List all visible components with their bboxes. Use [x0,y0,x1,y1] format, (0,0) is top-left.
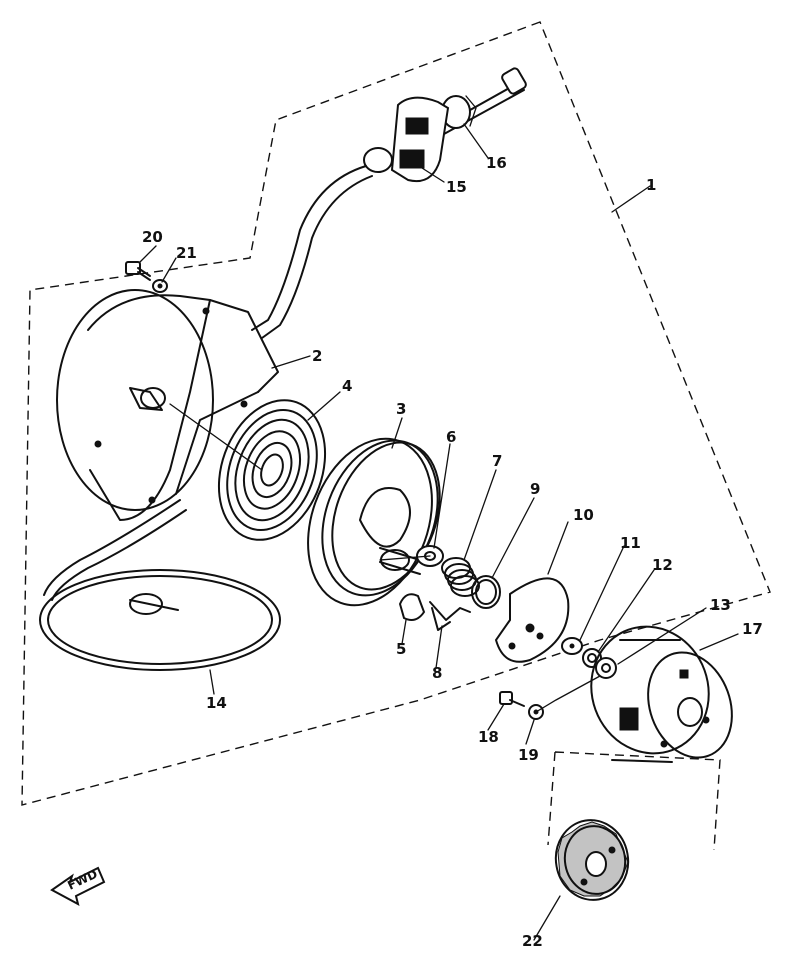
gear-bracket [547,751,721,851]
callout-1: 1 [646,176,656,194]
part-17-starter-pulley [590,625,733,763]
part-4-recoil-spring [217,399,327,541]
part-8-wire-clip [429,601,471,631]
callout-6: 6 [446,428,456,446]
part-22-gear [554,819,630,901]
callout-5: 5 [396,640,406,658]
callout-21: 21 [176,244,197,262]
part-14-starter-rope [39,569,281,671]
part-18-bolt [499,691,525,707]
callout-19: 19 [518,746,539,764]
callout-13: 13 [710,596,731,614]
starter-cable [43,165,373,601]
part-10-drive-plate [494,577,570,663]
callout-16: 16 [486,154,507,172]
callout-18: 18 [478,728,499,746]
part-11-washer [561,637,583,655]
part-3-sheave-drum [307,437,441,607]
callout-17: 17 [742,620,763,638]
leader-lines [139,123,739,941]
callout-9: 9 [530,480,540,498]
part-7-spring [441,557,480,597]
callout-11: 11 [620,534,641,552]
fwd-arrow-icon: FWD [50,866,106,906]
callout-7: 7 [492,452,502,470]
part-21-washer [152,279,168,293]
callout-20: 20 [142,228,163,246]
callout-14: 14 [206,694,227,712]
callout-4: 4 [342,377,352,395]
part-20-bolt [125,261,151,281]
part-16-cable-end-bolt [437,67,527,135]
callout-15: 15 [446,178,467,196]
part-2-starter-case [56,289,279,521]
explode-lines [169,403,601,713]
part-5-pawl [398,593,426,621]
callout-3: 3 [396,400,406,418]
part-13-nut [595,657,617,679]
part-9-circlip [471,575,501,609]
assembly-boundary [21,21,771,806]
callout-2: 2 [312,347,322,365]
callout-22: 22 [522,932,543,950]
part-15-starter-handle [363,96,450,182]
callout-10: 10 [573,506,594,524]
callout-8: 8 [432,664,442,682]
callout-12: 12 [652,556,673,574]
